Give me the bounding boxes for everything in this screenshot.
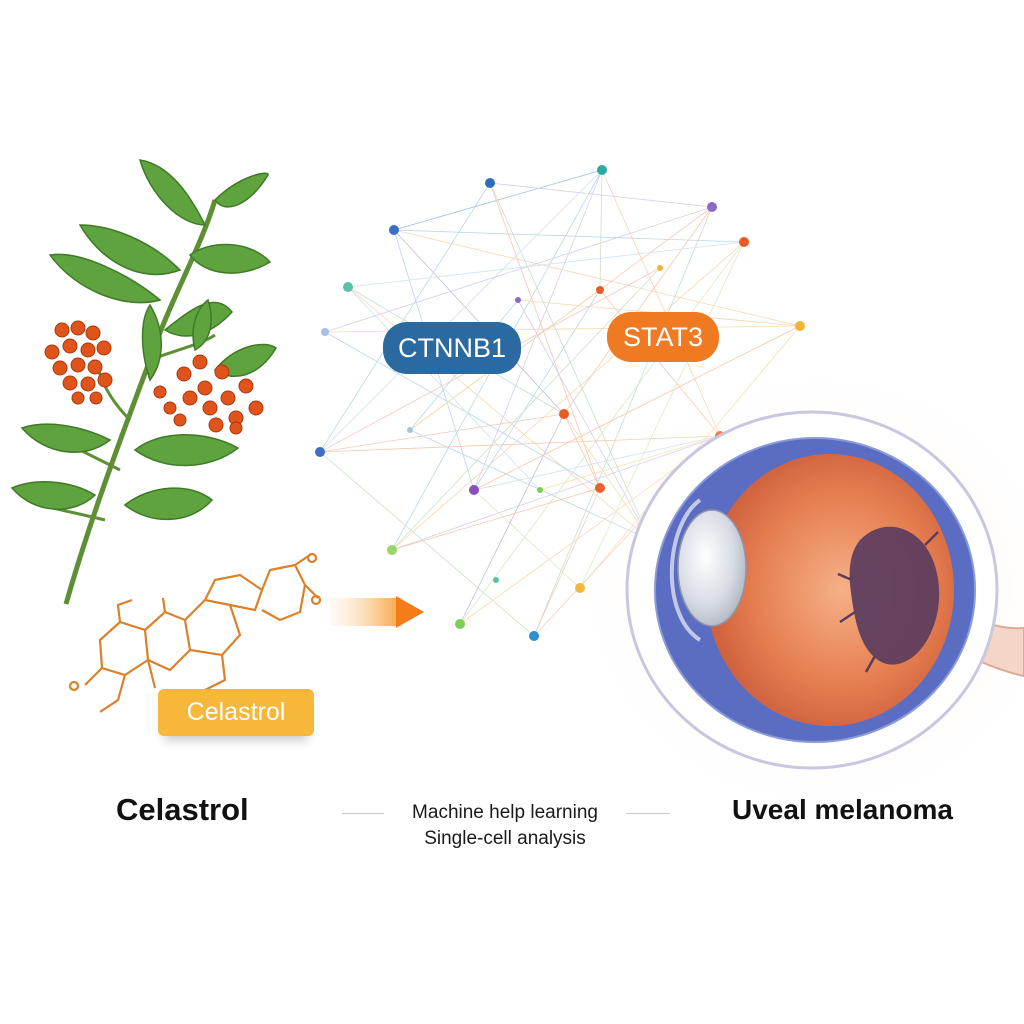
leaf [123, 487, 214, 521]
network-node [343, 282, 353, 292]
network-node [455, 619, 465, 629]
network-node [596, 286, 604, 294]
compound-tag: Celastrol [158, 689, 314, 736]
network-node [321, 328, 329, 336]
berry [202, 400, 218, 416]
berry [229, 421, 243, 435]
network-node [559, 409, 569, 419]
leaf [192, 298, 212, 352]
berry [192, 354, 208, 370]
network-node [529, 631, 539, 641]
leaf [213, 343, 277, 377]
berry [80, 376, 96, 392]
network-node [537, 487, 543, 493]
network-node [739, 237, 749, 247]
berry [153, 385, 167, 399]
leaf [188, 243, 272, 274]
berry [97, 372, 113, 388]
berry [220, 390, 236, 406]
network-node [515, 297, 521, 303]
berry [62, 375, 78, 391]
network-node [315, 447, 325, 457]
gene-pill-ctnnb1: CTNNB1 [383, 322, 521, 374]
leaf [214, 172, 269, 208]
berry [87, 359, 103, 375]
leaf [138, 159, 207, 226]
berry [85, 325, 101, 341]
berry [248, 400, 264, 416]
berry [96, 340, 112, 356]
berry [62, 338, 78, 354]
network-node [387, 545, 397, 555]
network-node [469, 485, 479, 495]
berry [80, 342, 96, 358]
network-node [493, 577, 499, 583]
divider-left [342, 813, 384, 814]
network-node [485, 178, 495, 188]
berry [71, 391, 85, 405]
network-node [389, 225, 399, 235]
network-node [657, 265, 663, 271]
berry [173, 413, 187, 427]
right-caption: Uveal melanoma [732, 794, 953, 825]
berry [70, 320, 86, 336]
eye-illustration [560, 350, 1024, 830]
divider-right [626, 813, 670, 814]
tumor [849, 526, 940, 665]
celastrol-structure [68, 552, 322, 713]
lens [677, 509, 747, 627]
berry [89, 391, 103, 405]
berry [54, 322, 70, 338]
plant-illustration [10, 159, 277, 605]
network-node [795, 321, 805, 331]
left-caption: Celastrol [116, 792, 249, 827]
leaf [78, 224, 182, 276]
arrow [330, 596, 424, 628]
method-line-1: Machine help learning [412, 802, 598, 823]
method-line-2: Single-cell analysis [424, 828, 586, 849]
gene-label-stat3: STAT3 [622, 321, 703, 352]
leaf [141, 303, 162, 382]
berry [163, 401, 177, 415]
network-node [407, 427, 413, 433]
leaf [20, 423, 112, 453]
network-node [707, 202, 717, 212]
leaf [10, 481, 97, 510]
cornea [669, 498, 702, 642]
network-node [597, 165, 607, 175]
berry [208, 417, 224, 433]
berry [214, 364, 230, 380]
gene-pill-stat3: STAT3 [607, 312, 719, 362]
leaf [48, 253, 162, 304]
compound-tag-label: Celastrol [186, 698, 286, 726]
berry [238, 378, 254, 394]
berry [52, 360, 68, 376]
berry [176, 366, 192, 382]
berry [70, 357, 86, 373]
gene-label-ctnnb1: CTNNB1 [397, 332, 506, 363]
berry [182, 390, 198, 406]
leaf [133, 434, 240, 467]
berry [44, 344, 60, 360]
berry [197, 380, 213, 396]
